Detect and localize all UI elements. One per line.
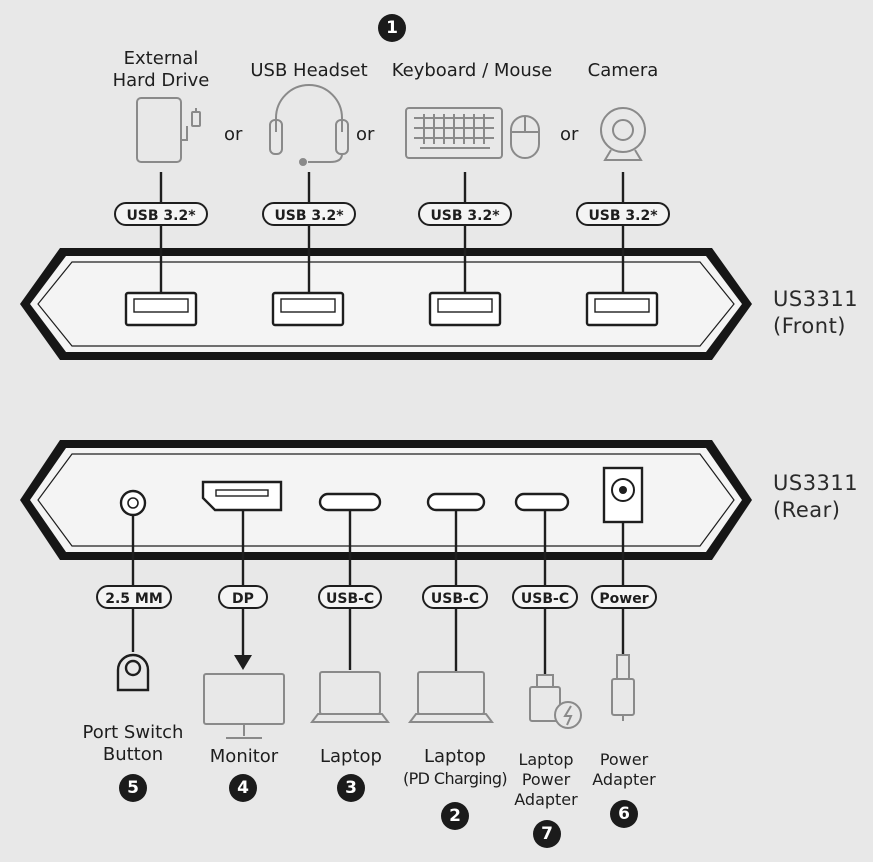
usb-3-2-badge-1: USB 3.2*: [114, 202, 208, 226]
front-usb-ports: [124, 291, 659, 327]
rear-ports: [119, 466, 644, 524]
or-label-1: or: [224, 124, 243, 145]
laptop-power-adapter-label: Laptop Power Adapter: [504, 750, 588, 810]
port-switch-label-line1: Port Switch: [82, 722, 184, 743]
front-side-label: (Front): [773, 314, 847, 338]
callout-6: 6: [610, 800, 638, 828]
power-adapter-label: Power Adapter: [586, 750, 662, 790]
laptop-power-adapter-icon: [529, 674, 582, 729]
power-adapter-line1: Power: [599, 750, 649, 769]
front-model-name: US3311: [773, 287, 859, 311]
laptop-label: Laptop: [320, 746, 382, 767]
or-label-3: or: [560, 124, 579, 145]
badge-usb-c-3: USB-C: [512, 585, 578, 609]
camera-icon: [600, 107, 646, 161]
callout-5: 5: [119, 774, 147, 802]
usb-headset-icon: [269, 84, 349, 166]
laptop-pd-label: Laptop (PD Charging): [392, 746, 518, 790]
callout-4: 4: [229, 774, 257, 802]
usb-headset-label: USB Headset: [250, 60, 368, 81]
badge-usb-c-2: USB-C: [422, 585, 488, 609]
keyboard-mouse-label: Keyboard / Mouse: [391, 60, 553, 81]
camera-label: Camera: [587, 60, 659, 81]
external-hard-drive-label-line1: External Hard Drive: [100, 48, 222, 92]
external-hard-drive-label: External Hard Drive: [112, 48, 210, 91]
laptop-pd-label-line1: Laptop: [424, 746, 486, 767]
usb-3-2-badge-3: USB 3.2*: [418, 202, 512, 226]
monitor-label: Monitor: [209, 746, 279, 767]
port-switch-button-icon: [116, 653, 150, 692]
badge-power: Power: [591, 585, 657, 609]
rear-model-label: US3311 (Rear): [773, 470, 858, 524]
callout-7: 7: [533, 820, 561, 848]
port-switch-label-line2: Button: [102, 744, 164, 765]
port-usb-c-2: [426, 492, 486, 512]
front-model-label: US3311 (Front): [773, 286, 858, 340]
usb-3-2-badge-2: USB 3.2*: [262, 202, 356, 226]
port-usb-c-1: [318, 492, 382, 512]
or-label-2: or: [356, 124, 375, 145]
dp-arrow-icon: [234, 655, 252, 670]
external-hard-drive-icon: [136, 97, 201, 163]
rear-side-label: (Rear): [773, 498, 841, 522]
rear-unit: [20, 440, 752, 560]
laptop-power-adapter-line3: Adapter: [514, 790, 578, 809]
laptop-power-adapter-line1: Laptop: [518, 750, 574, 769]
front-unit: [20, 248, 752, 360]
port-usb-c-3: [514, 492, 570, 512]
callout-2: 2: [441, 802, 469, 830]
power-adapter-line2: Adapter: [592, 770, 656, 789]
laptop-pd-label-line2: (PD Charging): [402, 769, 508, 788]
callout-1: 1: [378, 14, 406, 42]
usb-3-2-badge-4: USB 3.2*: [576, 202, 670, 226]
front-cables: [159, 172, 625, 292]
badge-2-5mm: 2.5 MM: [96, 585, 172, 609]
laptop-power-adapter-line2: Power: [521, 770, 571, 789]
port-switch-label: Port Switch Button: [63, 722, 203, 766]
power-adapter-icon: [611, 654, 635, 721]
monitor-icon: [203, 673, 285, 739]
keyboard-mouse-icon: [405, 107, 540, 159]
badge-usb-c-1: USB-C: [318, 585, 382, 609]
callout-3: 3: [337, 774, 365, 802]
badge-dp: DP: [218, 585, 268, 609]
laptop-pd-icon: [408, 671, 494, 723]
laptop-icon: [310, 671, 390, 723]
rear-model-name: US3311: [773, 471, 859, 495]
